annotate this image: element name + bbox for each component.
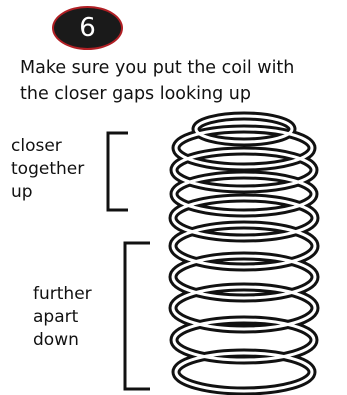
label-bottom-line-2: apart [33, 307, 79, 327]
bottom-bracket [123, 241, 150, 391]
closer-together-up-label: closer together up [11, 135, 106, 204]
top-bracket [106, 131, 128, 212]
coil-loop-1 [171, 124, 317, 172]
label-bottom-line-3: down [33, 330, 79, 350]
coil-loop-6 [168, 251, 320, 303]
coil-loop-7 [168, 282, 320, 334]
coil-loop-4 [168, 193, 320, 243]
coil-loop-2 [169, 146, 319, 194]
instruction-text: Make sure you put the coil with the clos… [20, 55, 340, 107]
instruction-line-2: the closer gaps looking up [20, 84, 251, 104]
coil-loop-3 [169, 170, 319, 218]
label-bottom-line-1: further [33, 284, 92, 304]
coil-loop-8 [169, 315, 319, 365]
label-top-line-1: closer [11, 136, 62, 156]
label-top-line-2: together [11, 159, 85, 179]
further-apart-down-label: further apart down [33, 283, 108, 352]
step-number: 6 [79, 13, 96, 43]
coil-loop-top [191, 111, 297, 147]
step-number-badge: 6 [52, 6, 123, 50]
coil-loop-5 [168, 220, 320, 272]
coil-spring-highlights [171, 114, 317, 393]
label-top-line-3: up [11, 182, 33, 202]
coil-loop-9 [171, 348, 317, 395]
instruction-line-1: Make sure you put the coil with [20, 58, 295, 78]
coil-spring [168, 111, 320, 395]
